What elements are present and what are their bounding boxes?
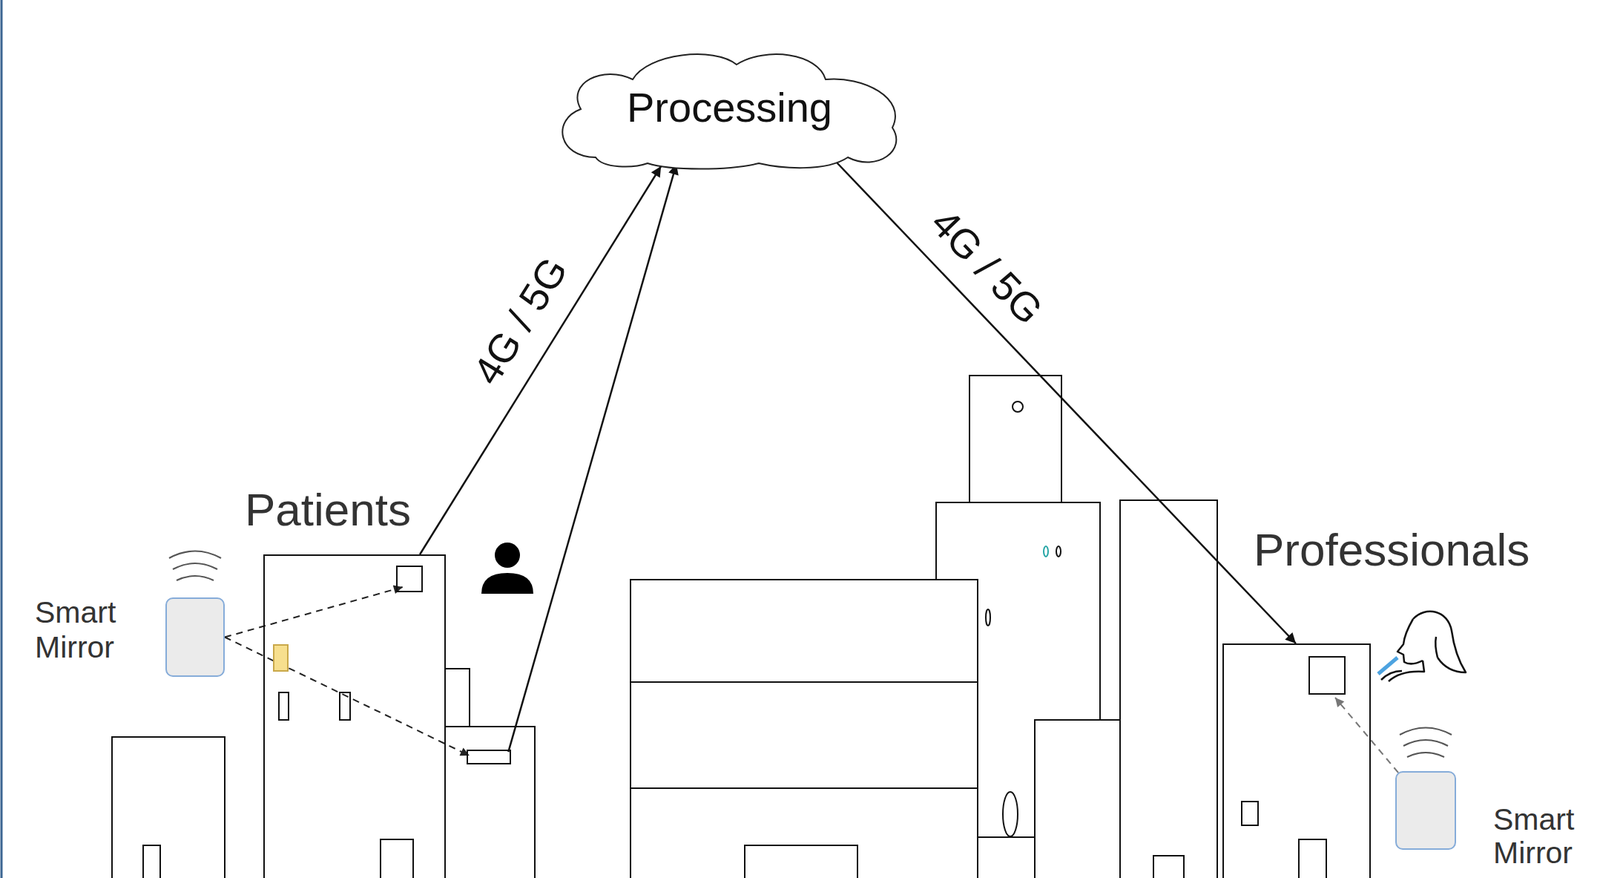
signal-waves <box>169 551 222 559</box>
link-label: 4G / 5G <box>918 195 1058 338</box>
place-label: Smart Mirror <box>34 594 132 665</box>
link-label: 4G / 5G <box>459 243 580 397</box>
patient-buildings: Patients <box>263 554 536 878</box>
building <box>1120 499 1218 878</box>
building-part <box>1298 838 1327 878</box>
building <box>630 681 978 788</box>
professional-building: Professionals <box>1222 643 1371 878</box>
wireless-link <box>1335 697 1399 773</box>
building-part <box>1223 643 1371 878</box>
building <box>1012 401 1023 412</box>
person-icon <box>481 572 534 594</box>
professional-figure <box>1381 670 1402 680</box>
professional-figure <box>1397 618 1423 664</box>
smart-mirror: Smart Mirror <box>165 597 225 677</box>
building-part <box>264 554 446 878</box>
building <box>744 844 858 878</box>
place-label: Professionals <box>1253 522 1530 578</box>
building <box>985 608 991 626</box>
place-label: Smart Mirror <box>1493 802 1590 870</box>
building <box>1043 545 1049 557</box>
building-part <box>339 692 351 720</box>
building-part <box>445 726 535 878</box>
network-link <box>419 166 661 555</box>
professional-figure <box>1435 636 1438 658</box>
building <box>1034 719 1121 878</box>
building-part <box>445 668 470 727</box>
building <box>630 579 978 878</box>
building <box>974 835 1035 838</box>
building <box>112 736 225 878</box>
professional-figure <box>1378 657 1398 674</box>
signal-waves <box>176 575 214 581</box>
building-part <box>1241 801 1259 825</box>
building-part <box>380 838 414 878</box>
wireless-link <box>224 586 403 638</box>
professional-figure <box>1413 611 1466 673</box>
building <box>630 787 978 878</box>
signal-waves <box>1407 752 1445 757</box>
professional-building-outline <box>1222 643 1371 878</box>
wireless-link <box>224 637 470 756</box>
building <box>1002 791 1018 836</box>
building-part <box>278 692 289 720</box>
signal-waves <box>172 563 218 569</box>
building-part <box>467 749 511 764</box>
process-label: Processing <box>626 82 833 133</box>
signal-waves <box>169 551 222 581</box>
building <box>1056 545 1061 557</box>
building <box>1120 499 1218 878</box>
building-part <box>1309 656 1345 694</box>
frame-border <box>0 0 3 878</box>
signal-waves <box>1403 739 1448 746</box>
signal-waves <box>1399 727 1452 758</box>
network-link <box>836 162 1296 644</box>
place-label: Patients <box>244 482 411 538</box>
building <box>1034 719 1121 878</box>
person-icon <box>481 542 534 594</box>
cloud-outline <box>562 54 897 169</box>
building <box>969 375 1062 503</box>
building <box>112 736 225 878</box>
building-part <box>273 644 288 671</box>
signal-waves <box>1399 727 1452 736</box>
patient-buildings-outline <box>263 554 536 878</box>
building <box>143 844 161 878</box>
professional-figure <box>1378 611 1466 681</box>
cloud-shape: Processing <box>551 45 908 169</box>
smart-mirror: Smart Mirror <box>1395 770 1457 850</box>
building-part <box>396 565 423 592</box>
network-link <box>508 163 677 752</box>
person-icon <box>494 542 520 568</box>
professional-figure <box>1388 660 1425 681</box>
building <box>1153 855 1184 878</box>
building <box>630 579 978 682</box>
